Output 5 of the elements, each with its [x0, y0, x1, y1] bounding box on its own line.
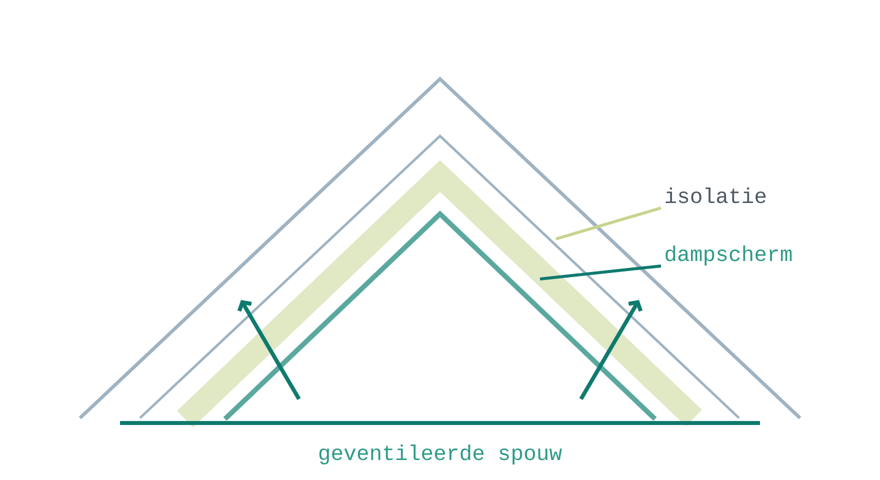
label-text: geventileerde spouw — [319, 444, 562, 464]
leader-line — [540, 264, 662, 280]
label-text: dampscherm — [666, 245, 792, 266]
label-text: isolatie — [666, 187, 766, 204]
leader-line — [556, 206, 662, 240]
